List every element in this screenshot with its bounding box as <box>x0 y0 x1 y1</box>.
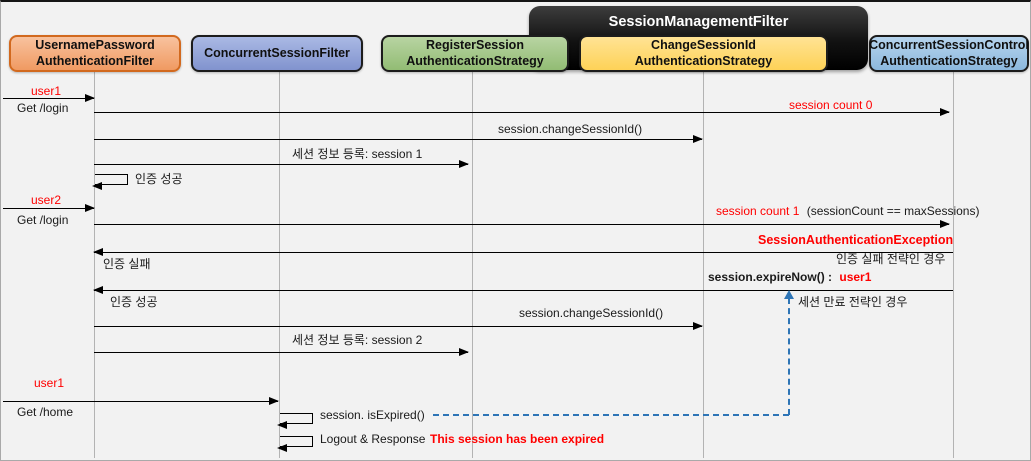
label-change-session-id-1: session.changeSessionId() <box>498 122 643 136</box>
arrow-user1-home-request <box>3 397 279 405</box>
arrow-session-count-check-1 <box>94 108 950 116</box>
label-session-count-0: session count 0 <box>789 98 873 112</box>
label-session-expire-strategy-note: 세션 만료 전략인 경우 <box>798 295 908 309</box>
label-user1: user1 <box>31 84 62 98</box>
label-user1-2: user1 <box>34 376 65 390</box>
actor-concurrent-session-filter: ConcurrentSessionFilter <box>191 35 363 72</box>
lifeline-concurrent-session-filter <box>279 72 280 458</box>
label-user2: user2 <box>31 193 62 207</box>
label-get-login-2: Get /login <box>17 213 69 227</box>
lifeline-concurrent-session-control-strategy <box>953 72 954 458</box>
arrow-auth-success-return <box>93 286 953 294</box>
arrow-auth-fail-return <box>93 248 953 256</box>
arrow-change-session-id-2 <box>94 322 703 330</box>
label-get-login: Get /login <box>17 101 69 115</box>
lifeline-username-password-filter <box>94 72 95 458</box>
self-arrow-is-expired <box>277 413 313 429</box>
label-register-session-2: 세션 정보 등록: session 2 <box>292 333 423 347</box>
actor-concurrent-session-control-authentication-strategy: ConcurrentSessionControl AuthenticationS… <box>869 35 1029 72</box>
arrow-register-session-2 <box>94 348 469 356</box>
actor-label: ConcurrentSessionControl AuthenticationS… <box>869 37 1029 68</box>
label-is-expired: session. isExpired() <box>320 408 425 422</box>
actor-label: ConcurrentSessionFilter <box>204 45 350 60</box>
arrow-change-session-id-1 <box>94 135 703 143</box>
actor-label: RegisterSession AuthenticationStrategy <box>406 37 544 68</box>
label-session-count-1: session count 1 (sessionCount == maxSess… <box>716 204 980 218</box>
label-register-session-1: 세션 정보 등록: session 1 <box>292 147 423 161</box>
label-logout-response: Logout & Response <box>320 432 426 446</box>
label-get-home: Get /home <box>17 405 74 419</box>
label-session-expire-now: session.expireNow() : user1 <box>708 270 872 284</box>
label-session-count-1-condition: (sessionCount == maxSessions) <box>806 204 980 218</box>
label-auth-success-2: 인증 성공 <box>110 295 158 309</box>
label-session-count-1-value: session count 1 <box>716 204 800 218</box>
actor-label: UsernamePassword AuthenticationFilter <box>35 37 155 68</box>
dashed-connector-horizontal <box>433 414 789 416</box>
actor-register-session-authentication-strategy: RegisterSession AuthenticationStrategy <box>381 35 569 72</box>
label-expired-message: This session has been expired <box>430 432 605 446</box>
arrow-user1-request <box>3 94 95 102</box>
actor-label: ChangeSessionId AuthenticationStrategy <box>634 37 773 68</box>
label-change-session-id-2: session.changeSessionId() <box>519 306 664 320</box>
lifeline-change-session-id-strategy <box>703 72 704 458</box>
lifeline-register-session-strategy <box>472 72 473 458</box>
dashed-connector-arrowhead-up <box>784 290 794 299</box>
arrow-session-count-check-2 <box>94 220 950 228</box>
label-auth-fail: 인증 실패 <box>103 257 151 271</box>
arrow-user2-request <box>3 204 95 212</box>
actor-change-session-id-authentication-strategy: ChangeSessionId AuthenticationStrategy <box>579 35 828 72</box>
arrow-register-session-1 <box>94 160 469 168</box>
label-auth-success-1: 인증 성공 <box>135 172 183 186</box>
self-arrow-logout-response <box>277 436 313 452</box>
group-title: SessionManagementFilter <box>608 14 789 30</box>
label-expire-now-call: session.expireNow() : <box>708 270 833 284</box>
dashed-connector-vertical <box>788 298 790 415</box>
label-session-authentication-exception: SessionAuthenticationException <box>758 233 954 247</box>
actor-username-password-authentication-filter: UsernamePassword AuthenticationFilter <box>9 35 181 72</box>
self-arrow-auth-success-1 <box>92 174 128 190</box>
label-auth-fail-strategy-note: 인증 실패 전략인 경우 <box>836 252 946 266</box>
label-expire-now-user: user1 <box>839 270 872 284</box>
